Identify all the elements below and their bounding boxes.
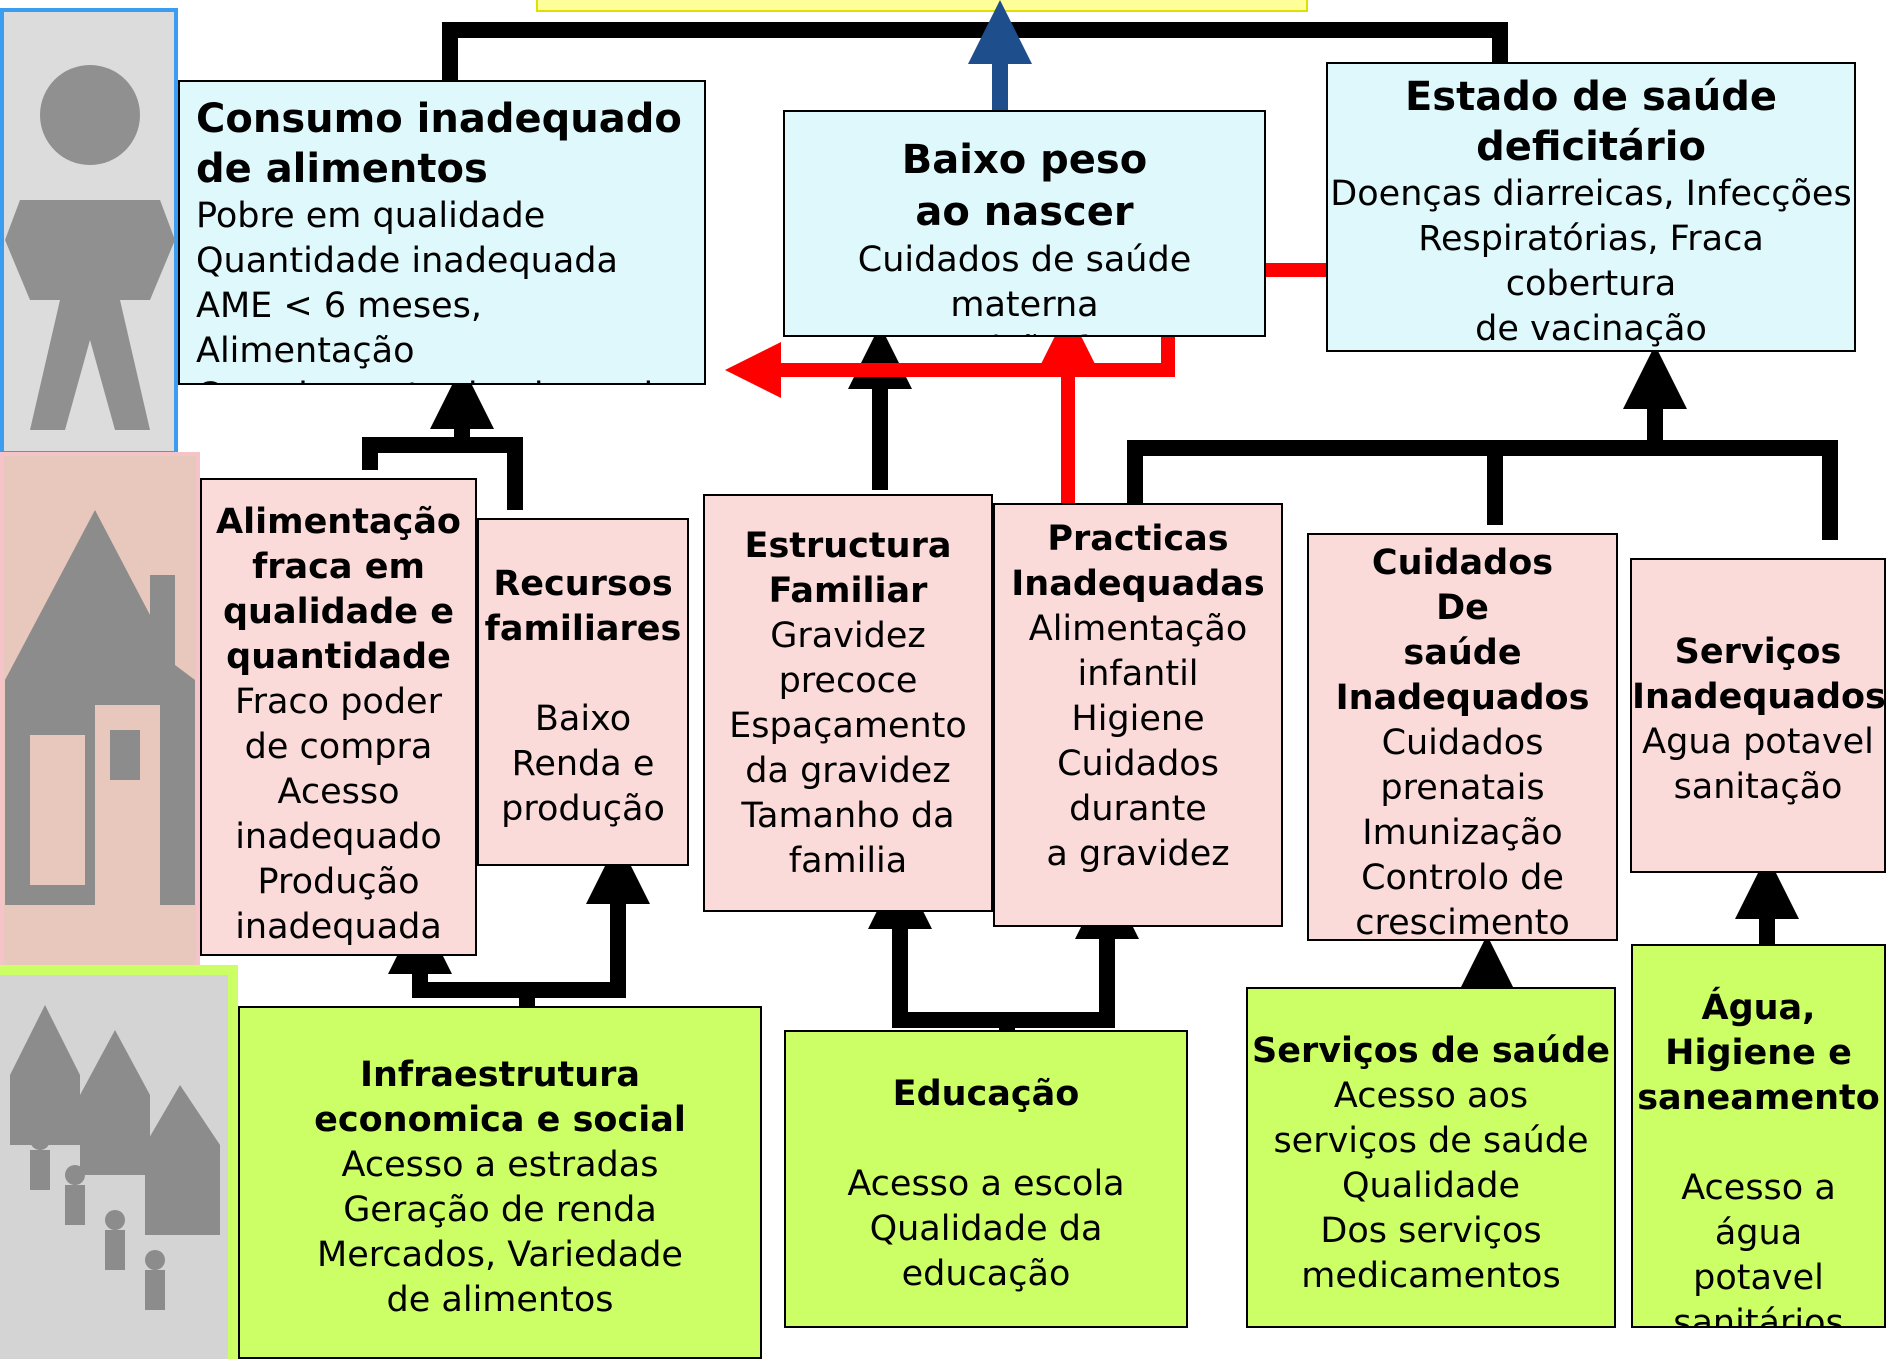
box-infraestrutura: Infraestrutura economica e social Acesso… bbox=[238, 1006, 762, 1359]
baixo-peso-body: Cuidados de saúde materna e nutrição fra… bbox=[857, 240, 1192, 335]
estructura-body: Gravidez precoce Espaçamento da gravidez… bbox=[729, 616, 967, 881]
alimentacao-title: Alimentação fraca em qualidade e quantid… bbox=[216, 502, 461, 677]
box-servicos-inadequados: Serviços Inadequados Agua potavel sanita… bbox=[1630, 558, 1886, 873]
box-recursos: Recursos familiares Baixo Renda e produç… bbox=[477, 518, 689, 866]
servicos-saude-title: Serviços de saúde bbox=[1252, 1031, 1610, 1071]
agua-body: Acesso a água potavel sanitários bbox=[1673, 1168, 1844, 1328]
connector-alim-consumo bbox=[362, 437, 523, 510]
infraestrutura-title: Infraestrutura economica e social bbox=[314, 1055, 686, 1140]
servicos-saude-body: Acesso aos serviços de saúde Qualidade D… bbox=[1273, 1076, 1589, 1296]
connector-to-estado bbox=[1127, 440, 1838, 540]
cuidados-title: Cuidados De saúde Inadequados bbox=[1335, 543, 1590, 718]
practicas-title: Practicas Inadequadas bbox=[1011, 519, 1265, 604]
consumo-body: Pobre em qualidade Quantidade inadequada… bbox=[196, 196, 675, 383]
top-banner bbox=[536, 0, 1308, 12]
box-cuidados: Cuidados De saúde Inadequados Cuidados p… bbox=[1307, 533, 1618, 941]
baixo-peso-title: Baixo peso ao nascer bbox=[901, 137, 1148, 235]
box-practicas: Practicas Inadequadas Alimentação infant… bbox=[993, 503, 1283, 927]
recursos-title: Recursos familiares bbox=[484, 564, 682, 649]
house-icon bbox=[5, 510, 195, 905]
box-agua: Água, Higiene e saneamento Acesso a água… bbox=[1631, 944, 1886, 1328]
estructura-title: Estructura Familiar bbox=[744, 526, 952, 611]
box-estado-saude: Estado de saúde deficitário Doenças diar… bbox=[1326, 62, 1856, 352]
community-icon bbox=[10, 1005, 220, 1310]
recursos-body: Baixo Renda e produção bbox=[501, 699, 665, 829]
educacao-body: Acesso a escola Qualidade da educação bbox=[847, 1164, 1125, 1294]
box-alimentacao: Alimentação fraca em qualidade e quantid… bbox=[200, 478, 477, 956]
box-servicos-saude: Serviços de saúde Acesso aos serviços de… bbox=[1246, 987, 1616, 1328]
alimentacao-body: Fraco poder de compra Acesso inadequado … bbox=[235, 682, 442, 947]
box-baixo-peso: Baixo peso ao nascer Cuidados de saúde m… bbox=[783, 110, 1266, 337]
educacao-title: Educação bbox=[892, 1074, 1080, 1114]
estado-saude-title: Estado de saúde deficitário bbox=[1404, 74, 1777, 170]
estado-saude-body: Doenças diarreicas, Infecções Respiratór… bbox=[1330, 174, 1852, 349]
box-consumo: Consumo inadequado de alimentos Pobre em… bbox=[178, 80, 706, 385]
servicos-inadequados-title: Serviços Inadequados bbox=[1632, 632, 1886, 717]
consumo-title: Consumo inadequado de alimentos bbox=[196, 96, 682, 192]
box-estructura: Estructura Familiar Gravidez precoce Esp… bbox=[703, 494, 993, 912]
box-educacao: Educação Acesso a escola Qualidade da ed… bbox=[784, 1030, 1188, 1328]
infraestrutura-body: Acesso a estradas Geração de renda Merca… bbox=[317, 1145, 683, 1320]
person-icon bbox=[5, 65, 175, 430]
practicas-body: Alimentação infantil Higiene Cuidados du… bbox=[1028, 609, 1248, 874]
servicos-inadequados-body: Agua potavel sanitação bbox=[1642, 722, 1874, 807]
cuidados-body: Cuidados prenatais Imunização Controlo d… bbox=[1355, 723, 1570, 941]
agua-title: Água, Higiene e saneamento bbox=[1637, 988, 1880, 1118]
